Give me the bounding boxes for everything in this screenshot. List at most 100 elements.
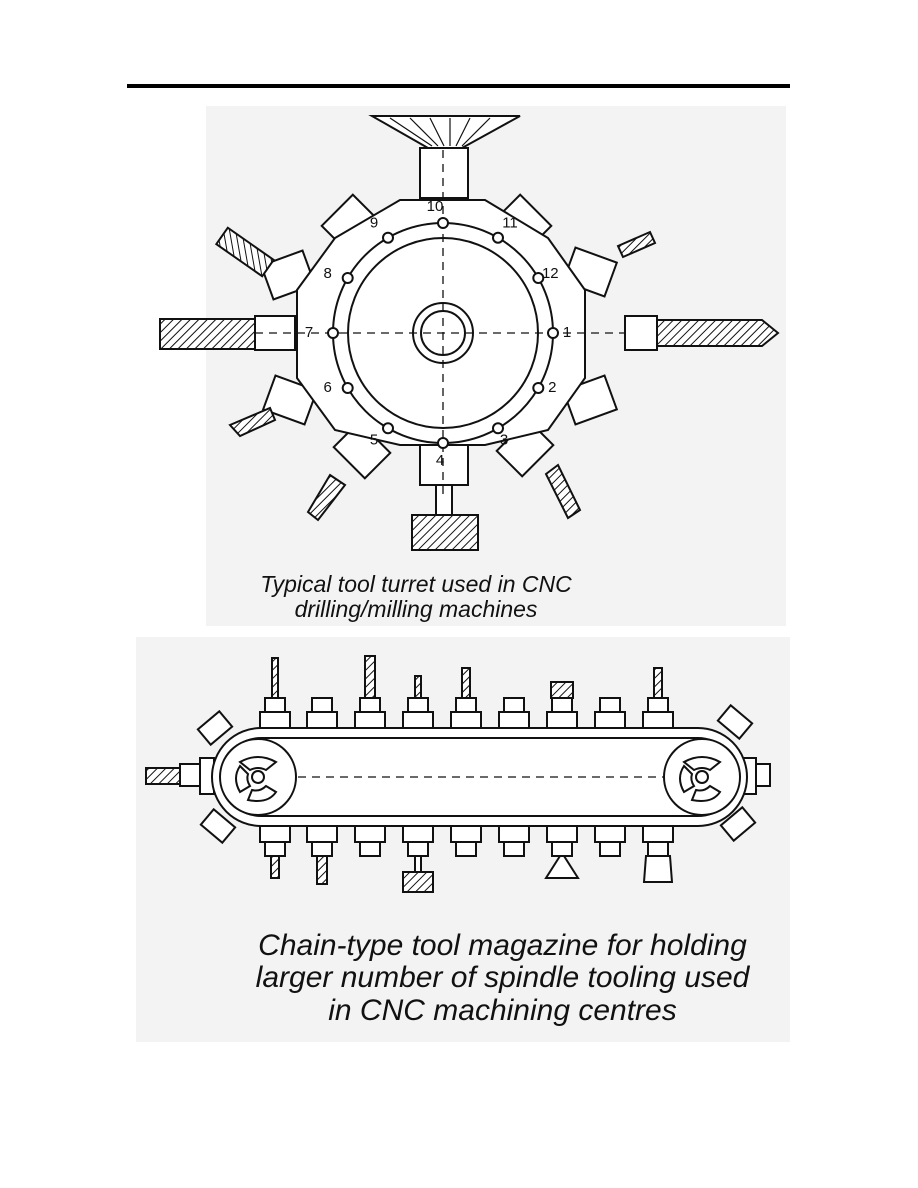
right-end-holder [755,763,771,787]
top-tool-pockets [259,655,674,729]
station-label: 10 [427,198,444,215]
top-tool [550,681,574,699]
left-end-tool [145,767,181,785]
top-pocket [259,711,291,729]
bottom-tool-shank [414,855,422,873]
station-label: 3 [500,431,508,448]
top-tool [364,655,376,699]
bottom-pocket [259,825,291,843]
station-hole [382,422,394,435]
top-pocket [354,711,386,729]
right-drill [656,319,780,347]
station-holes [327,217,559,449]
top-pocket [498,711,530,729]
bottom-pocket [450,825,482,843]
bottom-pocket [402,825,434,843]
station-label: 6 [324,379,332,396]
bottom-tool [402,871,434,893]
bottom-pocket-collar [359,841,381,857]
station-hole [437,217,449,229]
station-hole [492,231,504,244]
top-pocket-collar [599,697,621,713]
station-label: 11 [502,215,518,232]
right-tool-holder [624,315,658,351]
bottom-pocket [594,825,626,843]
tool-turret-diagram [159,115,780,551]
chain-magazine-diagram [145,655,771,893]
top-pocket-collar [503,697,525,713]
bottom-pocket-collar [311,841,333,857]
station-hole [437,437,449,449]
turret-caption-line-1: Typical tool turret used in CNC [260,571,572,597]
top-pocket [642,711,674,729]
bottom-tool [270,855,280,879]
bottom-pocket [498,825,530,843]
station-label: 2 [548,379,556,396]
left-cutter [159,318,256,350]
bottom-pocket-collar [407,841,429,857]
top-pocket-collar [264,697,286,713]
bottom-pocket-collar [503,841,525,857]
bottom-tool [642,855,674,883]
bottom-pocket-collar [551,841,573,857]
station-hole [492,422,504,435]
magazine-caption-line-2: larger number of spindle tooling used [255,961,750,995]
bottom-pocket [354,825,386,843]
top-pocket [546,711,578,729]
top-tool [461,667,471,699]
right-sprocket [663,738,741,816]
bottom-pocket [306,825,338,843]
left-lower-pocket [199,807,237,845]
left-end-holder [179,763,201,787]
bottom-cutter [411,514,479,551]
bottom-pocket [642,825,674,843]
top-pocket [306,711,338,729]
top-tool [653,667,663,699]
station-label: 9 [370,215,378,232]
bottom-tool-pockets [259,825,674,893]
station-hole [547,327,559,339]
left-sprocket [219,738,297,816]
top-cutter [368,115,521,149]
left-upper-pocket [196,709,234,747]
magazine-caption: Chain-type tool magazine for holding lar… [215,929,790,1027]
turret-caption-line-2: drilling/milling machines [294,595,538,622]
top-tool-holder [419,147,469,199]
turret-caption: Typical tool turret used in CNC drilling… [206,572,626,622]
top-pocket-collar [647,697,669,713]
top-pocket-collar [551,697,573,713]
bottom-pocket-collar [264,841,286,857]
station-label: 1 [563,324,571,341]
station-hole [382,231,394,244]
top-pocket [450,711,482,729]
station-label: 12 [542,265,559,282]
top-pocket-collar [359,697,381,713]
station-hole [532,382,545,394]
bottom-tool [544,855,580,879]
bottom-tool-shank [435,484,453,516]
station-hole [341,382,354,394]
bottom-tool [316,855,328,885]
station-hole [532,272,545,284]
top-pocket [402,711,434,729]
station-hole [341,272,354,284]
top-pocket-collar [407,697,429,713]
top-tool [271,657,279,699]
right-upper-pocket [716,703,754,741]
bottom-pocket-collar [455,841,477,857]
bottom-pocket [546,825,578,843]
bottom-pocket-collar [599,841,621,857]
top-pocket-collar [311,697,333,713]
station-label: 4 [436,452,444,469]
station-label: 8 [324,265,332,282]
station-hole [327,327,339,339]
station-label: 7 [305,324,313,341]
header-rule [127,84,790,88]
station-label: 5 [370,431,378,448]
top-pocket-collar [455,697,477,713]
top-pocket [594,711,626,729]
bottom-pocket-collar [647,841,669,857]
magazine-caption-line-1: Chain-type tool magazine for holding [258,929,747,962]
